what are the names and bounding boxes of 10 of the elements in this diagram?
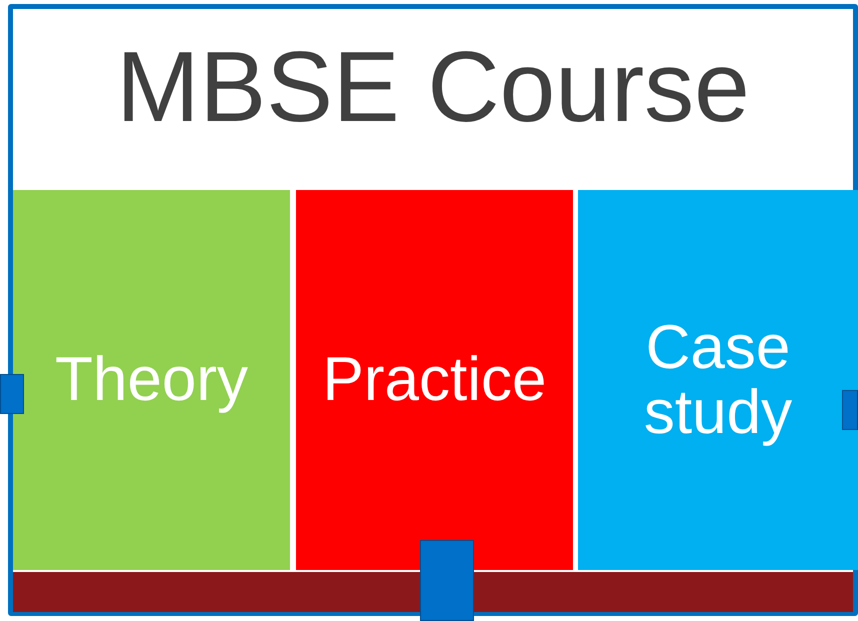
resize-handle [0,374,24,414]
slide-frame [8,4,858,616]
block-label: Practice [322,347,548,413]
content-block [13,190,290,570]
block-label: Case study [642,314,794,446]
slide-title: MBSE Course [115,30,751,145]
block-label: Theory [54,347,249,413]
footer-bar [13,572,853,612]
content-block [296,190,573,570]
content-block [578,190,858,570]
